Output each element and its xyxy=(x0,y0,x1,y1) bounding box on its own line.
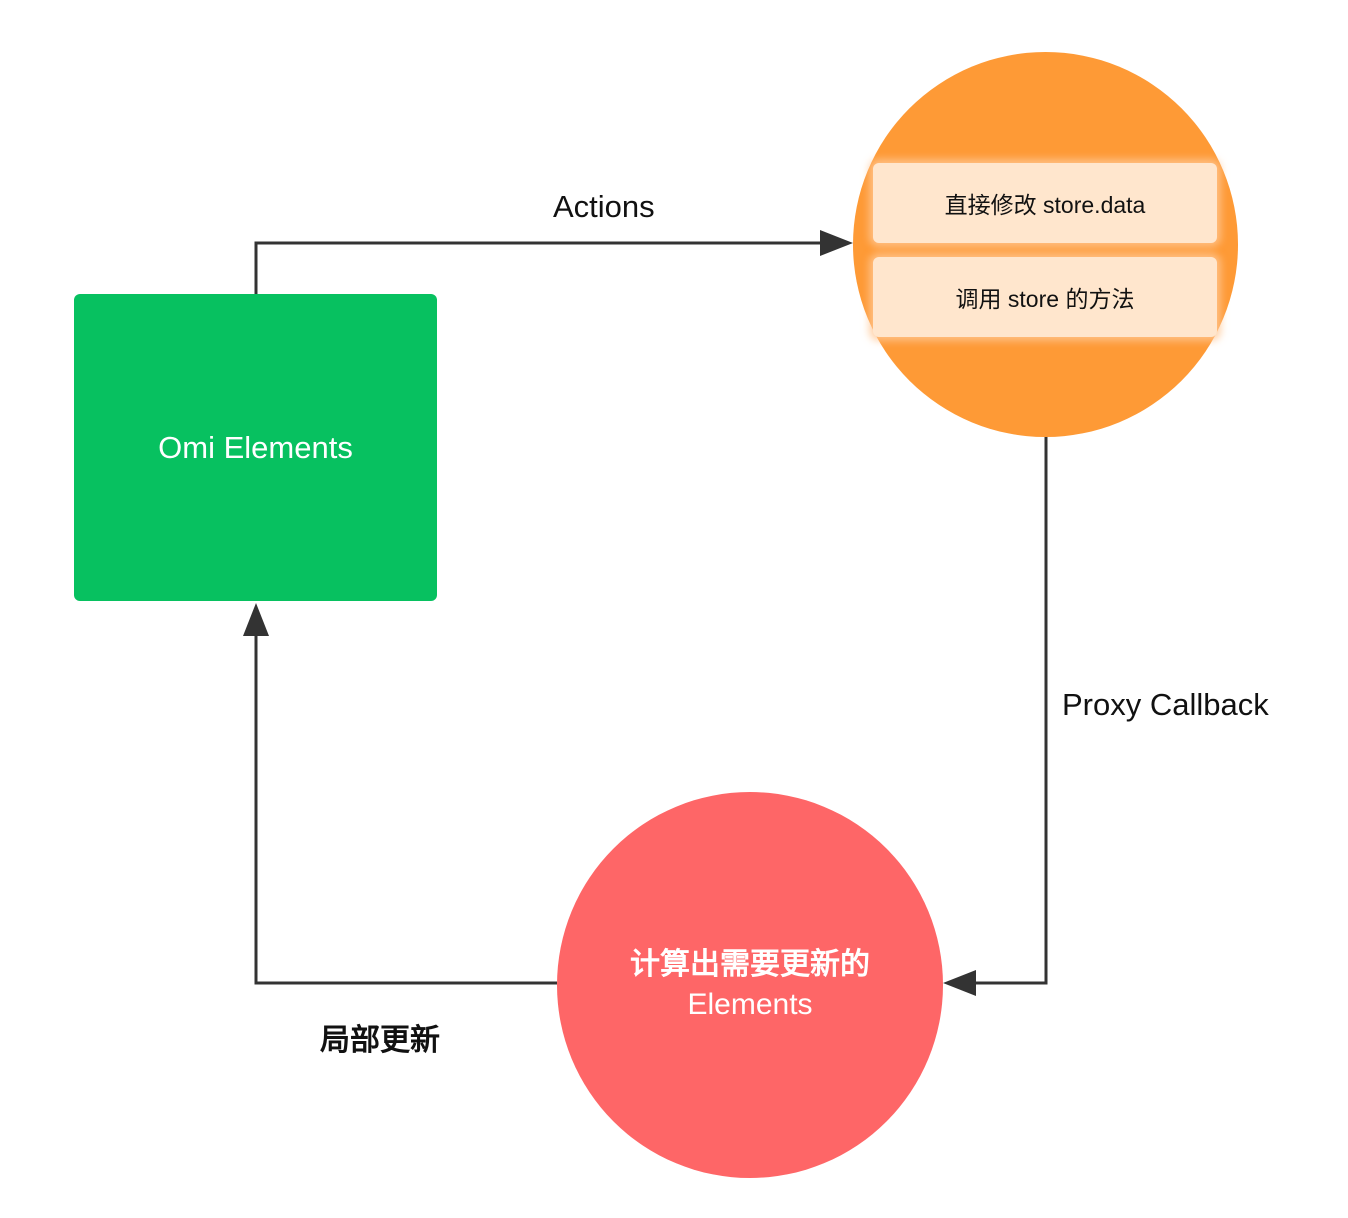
actions-arrow xyxy=(254,241,820,294)
store-item-modify-data: 直接修改 store.data xyxy=(873,163,1217,243)
store-circle-node xyxy=(853,52,1238,437)
proxy-callback-arrow xyxy=(976,436,1048,985)
compute-circle-node: 计算出需要更新的 Elements xyxy=(557,792,943,1178)
compute-circle-line2: Elements xyxy=(687,988,813,1021)
store-item-call-method-label: 调用 store 的方法 xyxy=(955,286,1135,312)
store-item-call-method: 调用 store 的方法 xyxy=(873,257,1217,337)
omi-elements-label: Omi Elements xyxy=(158,429,353,465)
partial-update-arrowhead xyxy=(243,603,269,636)
partial-update-label: 局部更新 xyxy=(320,1024,440,1057)
actions-arrowhead xyxy=(820,230,853,256)
omi-elements-node: Omi Elements xyxy=(74,294,437,601)
actions-label: Actions xyxy=(553,189,655,224)
compute-circle-line1: 计算出需要更新的 xyxy=(630,948,870,981)
partial-update-arrow xyxy=(254,636,557,985)
store-item-modify-data-label: 直接修改 store.data xyxy=(944,192,1146,218)
proxy-callback-label: Proxy Callback xyxy=(1062,687,1269,722)
proxy-callback-arrowhead xyxy=(943,970,976,996)
